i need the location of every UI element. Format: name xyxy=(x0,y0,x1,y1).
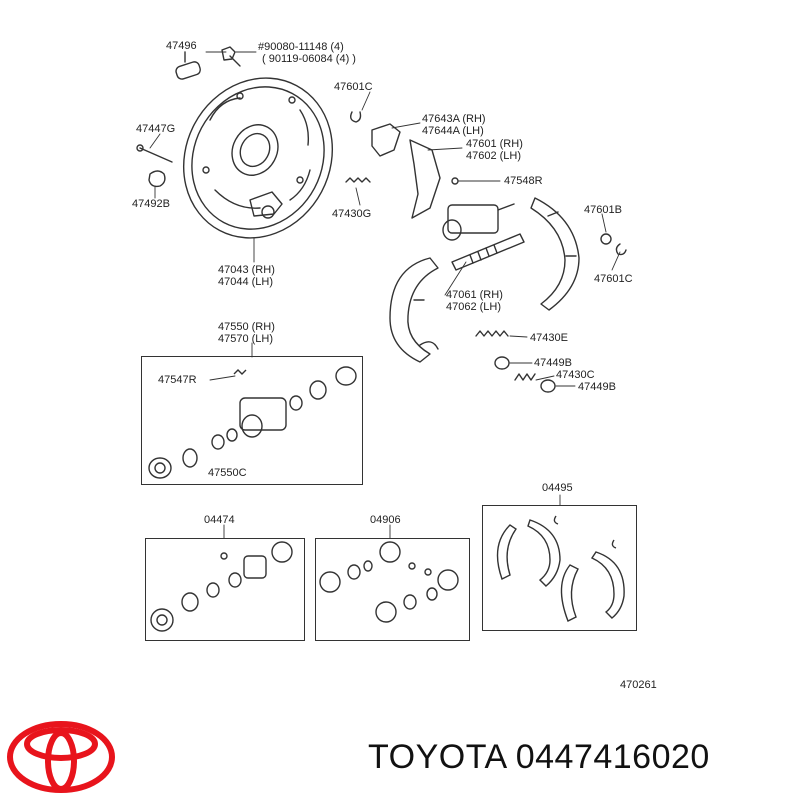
label-47547r: 47547R xyxy=(158,374,197,386)
label-47430e: 47430E xyxy=(530,332,568,344)
label-47043: 47043 (RH) xyxy=(218,264,275,276)
label-47550c: 47550C xyxy=(208,467,247,479)
label-47550: 47550 (RH) xyxy=(218,321,275,333)
label-47044: 47044 (LH) xyxy=(218,276,274,288)
label-47061: 47061 (RH) xyxy=(446,289,503,301)
parts-springs-middle xyxy=(345,111,459,219)
kit-04474-parts xyxy=(150,541,293,632)
label-47449b-2: 47449B xyxy=(578,381,616,393)
wheel-cylinder-top xyxy=(442,203,515,241)
label-kit-04474: 04474 xyxy=(204,514,235,526)
kit-04474-box xyxy=(145,538,305,641)
label-47447g: 47447G xyxy=(136,123,176,135)
adjuster xyxy=(451,233,525,271)
label-47449b-1: 47449B xyxy=(534,357,572,369)
wheel-cylinder-box-parts xyxy=(148,366,357,479)
label-47644a: 47644A (LH) xyxy=(422,125,484,137)
label-47496: 47496 xyxy=(166,40,197,52)
label-47548r: 47548R xyxy=(504,175,543,187)
wheel-cylinder-box xyxy=(141,356,363,485)
label-47430g: 47430G xyxy=(332,208,372,220)
label-47430c: 47430C xyxy=(556,369,595,381)
toyota-logo xyxy=(7,721,115,793)
kit-04495-box xyxy=(482,505,637,631)
label-47062: 47062 (LH) xyxy=(446,301,502,313)
label-47601b: 47601B xyxy=(584,204,622,216)
label-kit-04495: 04495 xyxy=(542,482,573,494)
kit-04906-parts xyxy=(319,541,459,623)
kit-04906-box xyxy=(315,538,470,641)
label-47601: 47601 (RH) xyxy=(466,138,523,150)
label-47601c-top: 47601C xyxy=(334,81,373,93)
label-47492b: 47492B xyxy=(132,198,170,210)
label-47601c-right: 47601C xyxy=(594,273,633,285)
brand-part-number: TOYOTA 0447416020 xyxy=(368,738,710,776)
kit-04495-parts xyxy=(496,515,625,622)
label-bolt-1: #90080-11148 (4) xyxy=(258,41,344,53)
label-bolt-2: ( 90119-06084 (4) ) xyxy=(262,53,356,65)
label-ref-470261: 470261 xyxy=(620,679,657,691)
label-47643a: 47643A (RH) xyxy=(422,113,486,125)
label-47570: 47570 (LH) xyxy=(218,333,274,345)
label-47602: 47602 (LH) xyxy=(466,150,522,162)
leader-lines xyxy=(149,51,621,539)
parts-right xyxy=(475,233,627,393)
backing-plate xyxy=(182,77,334,239)
brake-shoes xyxy=(389,197,580,363)
parts-top-left xyxy=(136,46,241,188)
label-kit-04906: 04906 xyxy=(370,514,401,526)
